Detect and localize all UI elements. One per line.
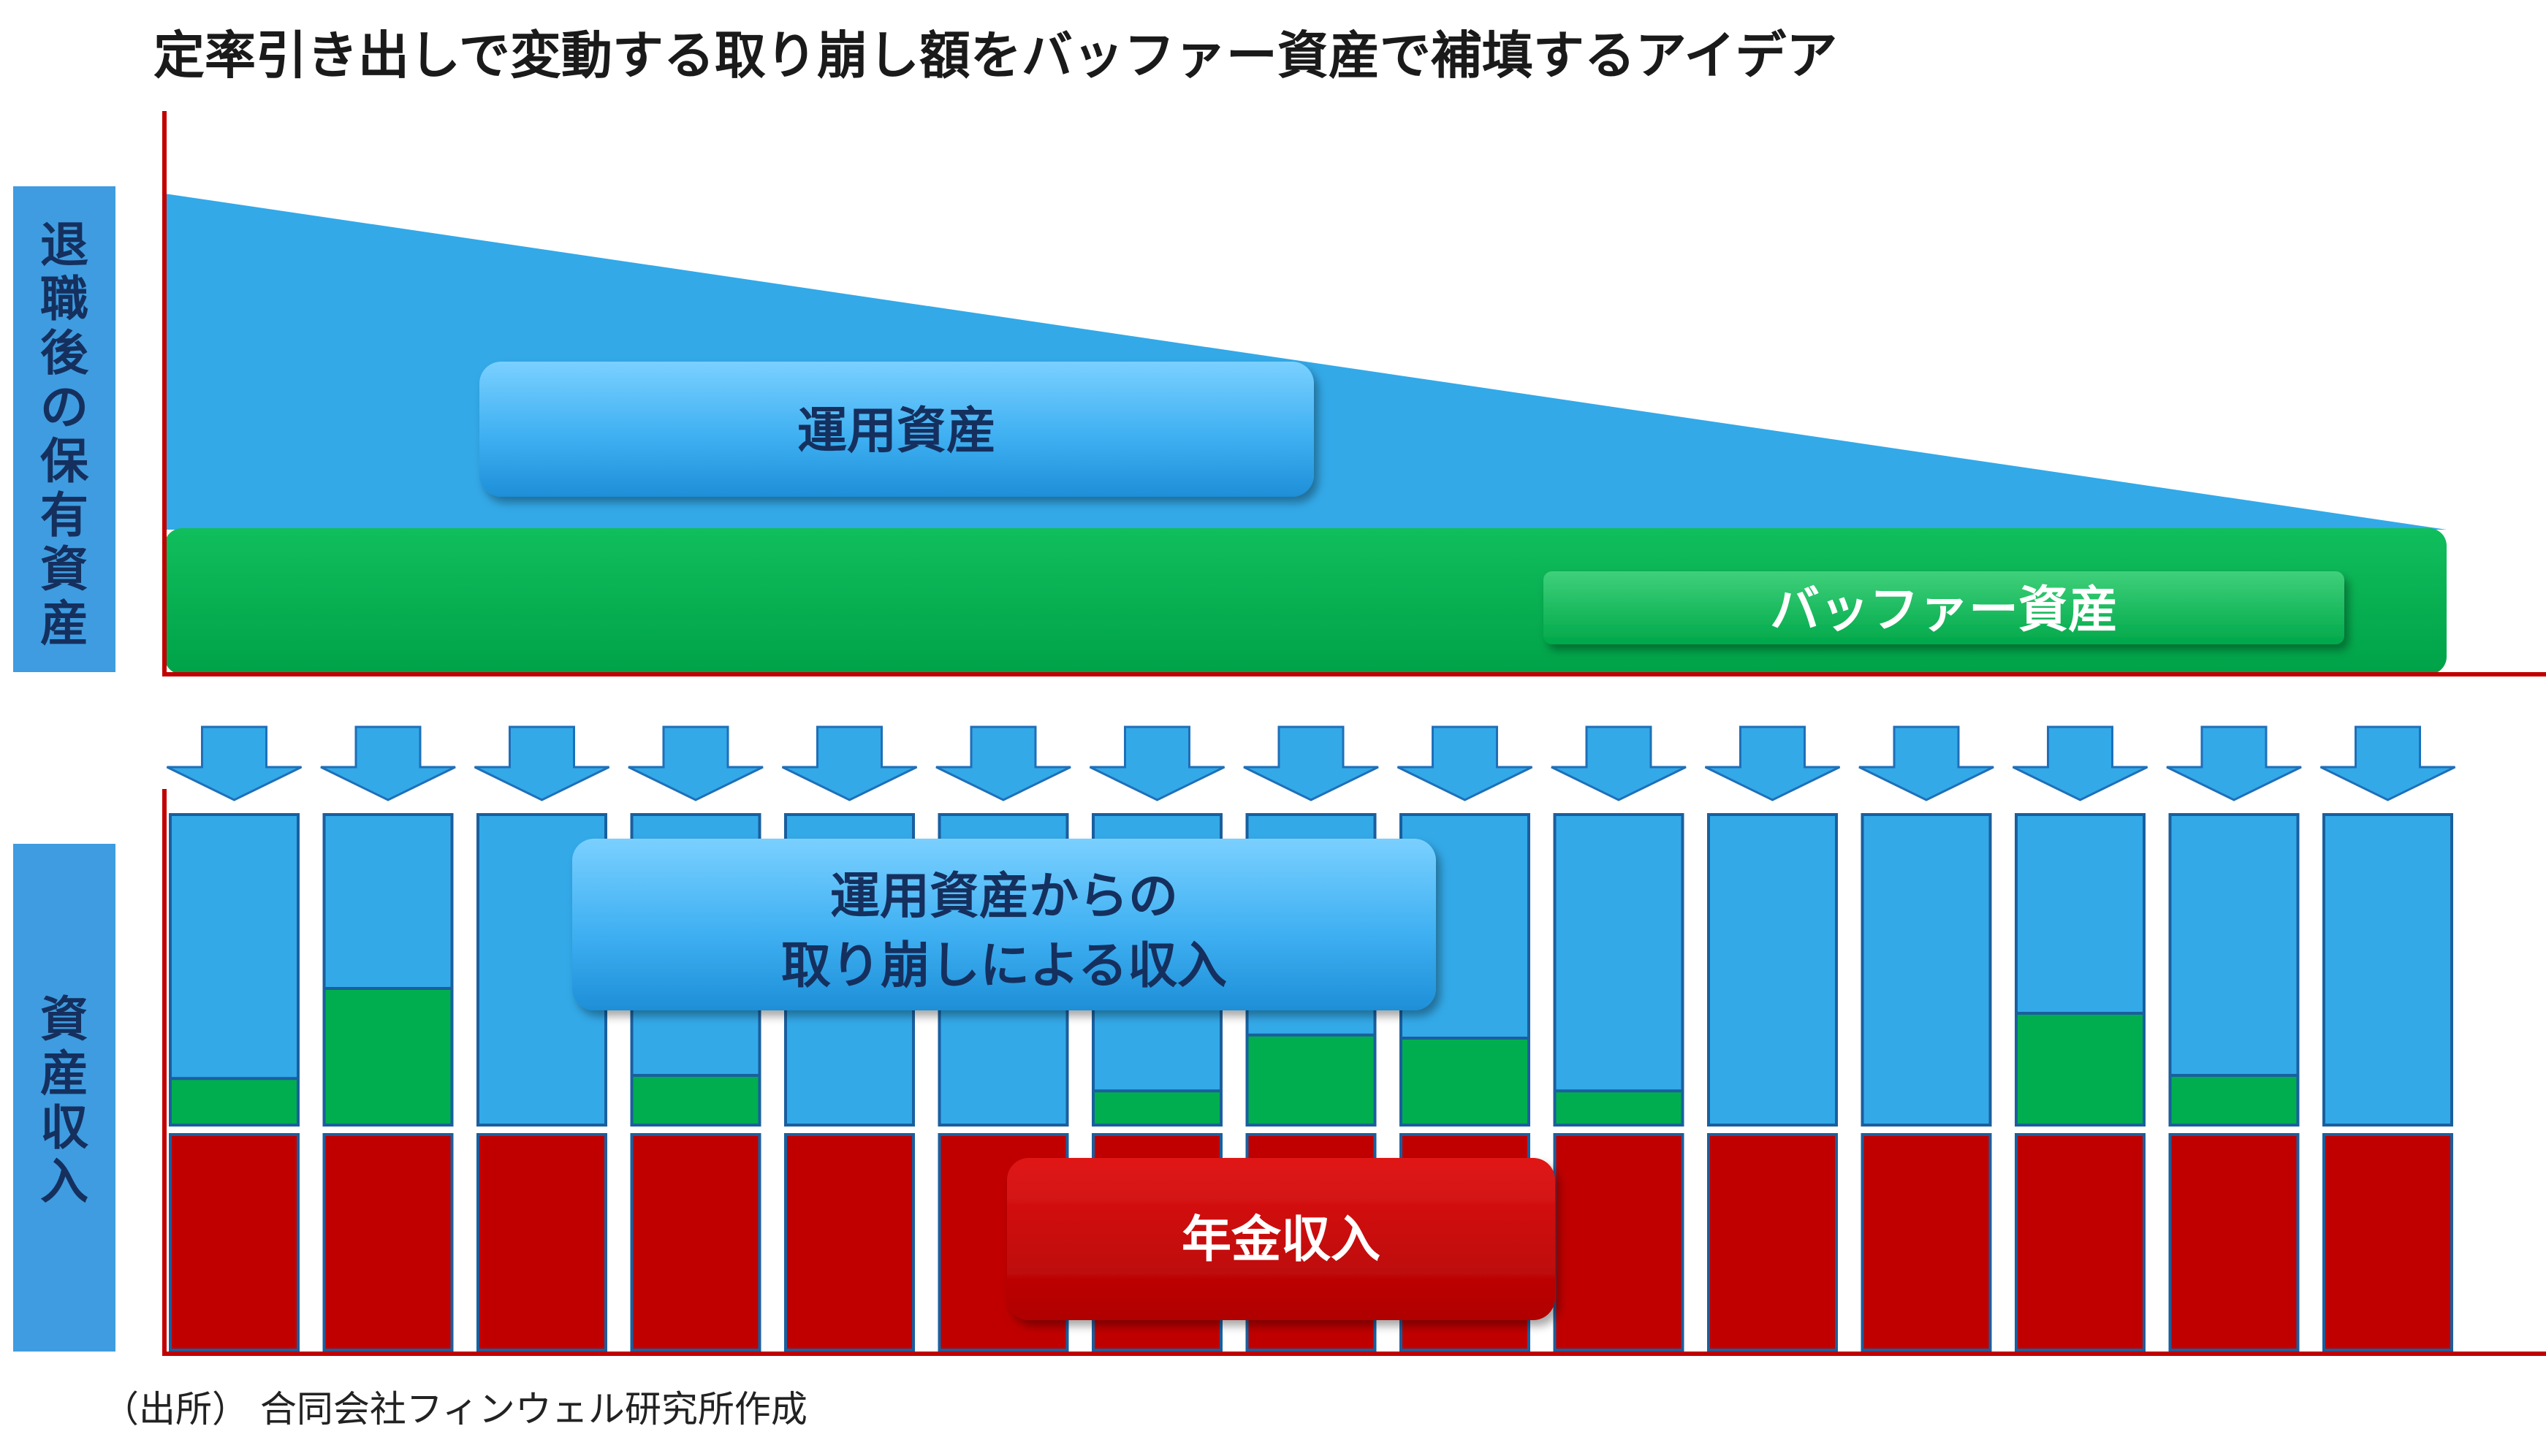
pension-income-bar: [2015, 1133, 2146, 1352]
pension-income-bar: [784, 1133, 915, 1352]
page-title: 定率引き出しで変動する取り崩し額をバッファー資産で補填するアイデア: [153, 26, 1837, 85]
down-arrow: [1858, 725, 1994, 801]
buffer-fill-segment: [322, 987, 454, 1127]
down-arrow: [2012, 725, 2148, 801]
down-arrow: [1089, 725, 1226, 801]
withdrawal-income-bar: [1707, 813, 1838, 1127]
buffer-fill-segment: [1399, 1037, 1530, 1127]
pension-income-box: [1007, 1158, 1555, 1320]
source-note: （出所） 合同会社フィンウェル研究所作成: [102, 1388, 808, 1430]
withdrawal-income-label-line2: 取り崩しによる収入: [781, 937, 1227, 995]
upper-axis-label: 退職後の保有資産: [40, 217, 89, 652]
withdrawal-income-label-line1: 運用資産からの: [830, 868, 1178, 926]
withdrawal-income-bar: [2168, 813, 2300, 1127]
pension-income-bar: [476, 1133, 607, 1352]
down-arrow: [166, 725, 303, 801]
lower-axis-label-panel: [13, 844, 115, 1352]
down-arrow: [1551, 725, 1687, 801]
buffer-fill-segment: [630, 1074, 761, 1127]
buffer-fill-segment: [1092, 1089, 1223, 1127]
upper-axis-label-panel: [13, 186, 115, 672]
down-arrow: [1704, 725, 1841, 801]
withdrawal-arrows: [166, 725, 2456, 801]
investment-asset-label: 運用資産: [797, 403, 996, 460]
down-arrow: [474, 725, 610, 801]
down-arrow: [1243, 725, 1379, 801]
buffer-fill-segment: [169, 1077, 300, 1127]
withdrawal-income-bar: [2322, 813, 2453, 1127]
buffer-asset-box: [1543, 571, 2344, 644]
pension-income-bar: [630, 1133, 761, 1352]
buffer-fill-segment: [1553, 1089, 1684, 1127]
pension-income-bar: [2168, 1133, 2300, 1352]
lower-axis-label: 資産収入: [40, 991, 88, 1210]
pension-income-bar: [1861, 1133, 1992, 1352]
investment-asset-box: [479, 362, 1314, 497]
down-arrow: [935, 725, 1071, 801]
withdrawal-income-box: [572, 839, 1436, 1010]
withdrawal-income-bar: [1553, 813, 1684, 1127]
withdrawal-income-bar: [1861, 813, 1992, 1127]
down-arrow: [2319, 725, 2456, 801]
pension-income-label: 年金収入: [1182, 1211, 1380, 1269]
down-arrow: [320, 725, 456, 801]
buffer-fill-segment: [1245, 1033, 1377, 1127]
pension-income-bar: [1707, 1133, 1838, 1352]
buffer-fill-segment: [2015, 1012, 2146, 1127]
withdrawal-income-bar: [169, 813, 300, 1127]
down-arrow: [1396, 725, 1533, 801]
pension-income-bar: [169, 1133, 300, 1352]
buffer-fill-segment: [2168, 1074, 2300, 1127]
down-arrow: [628, 725, 764, 801]
pension-income-bar: [322, 1133, 454, 1352]
buffer-asset-label: バッファー資産: [1770, 582, 2118, 639]
down-arrow: [781, 725, 918, 801]
pension-income-bar: [2322, 1133, 2453, 1352]
down-arrow: [2166, 725, 2302, 801]
pension-income-bar: [1553, 1133, 1684, 1352]
